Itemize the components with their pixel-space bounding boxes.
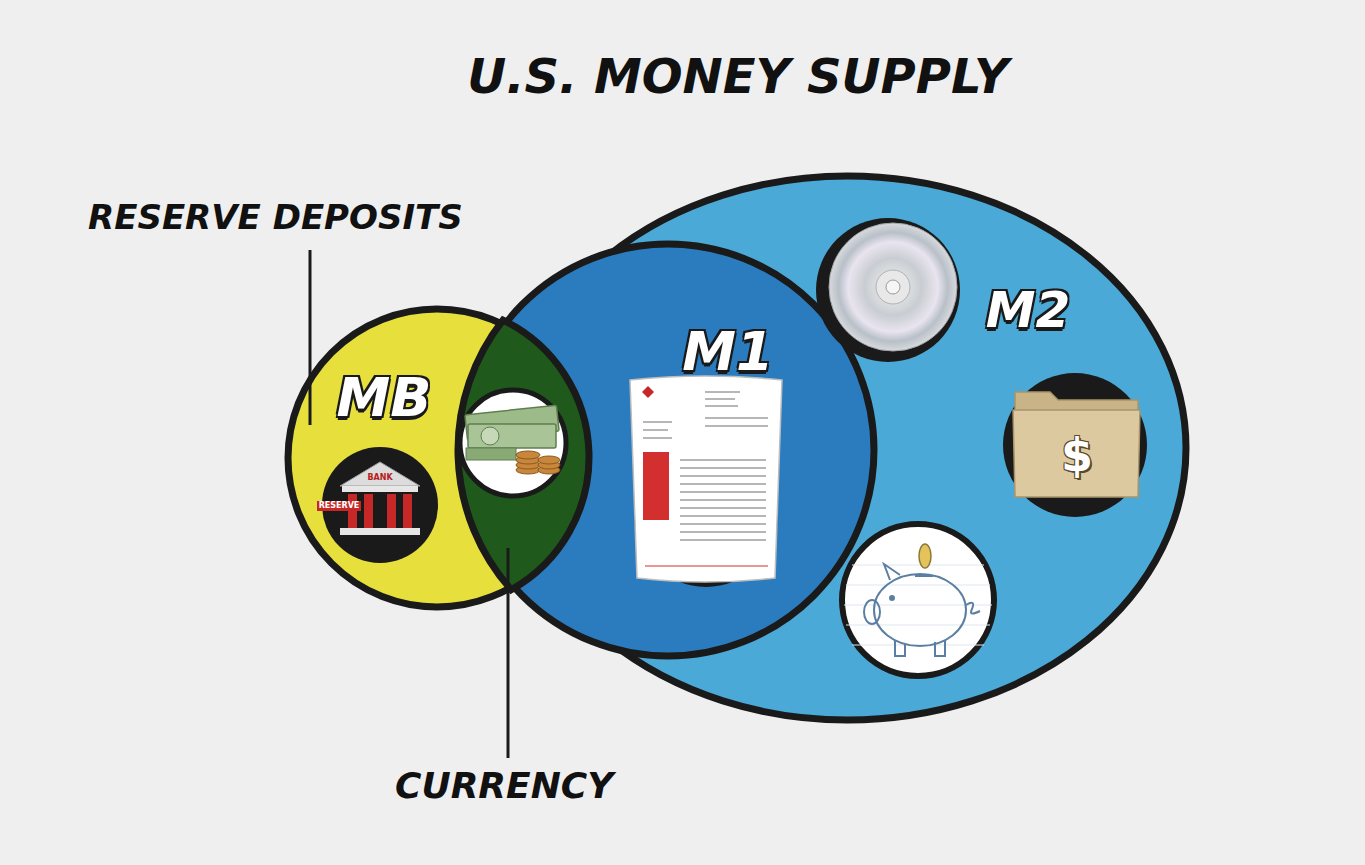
cd-hub [876, 270, 910, 304]
text-line [680, 467, 766, 469]
m1-circle-shape [462, 244, 874, 656]
ruled-lines [844, 565, 992, 645]
text-line [705, 391, 740, 393]
pig-body [874, 574, 966, 646]
text-line [645, 565, 768, 567]
text-line [680, 475, 766, 477]
ruled-line [852, 645, 984, 646]
text-line [680, 531, 766, 533]
text-line [680, 491, 766, 493]
icon-disc [1003, 373, 1147, 517]
statement-lines [643, 392, 768, 566]
pig-leg [895, 640, 905, 656]
text-line [680, 507, 766, 509]
pig-leg [935, 640, 945, 656]
folder-icon [1003, 373, 1147, 517]
text-line [680, 515, 766, 517]
pig-drawing [864, 564, 980, 656]
coin [538, 466, 560, 474]
m1-circle: M1 [458, 240, 878, 660]
text-line [680, 499, 766, 501]
piggy-bank-icon [842, 524, 994, 676]
text-line [680, 459, 766, 461]
icon-disc [816, 218, 960, 362]
text-line [643, 429, 668, 431]
coin [538, 456, 560, 464]
bill-portrait [481, 427, 499, 445]
coin [538, 461, 560, 469]
text-line [680, 523, 766, 525]
dollar-bill [466, 448, 516, 460]
text-line [705, 425, 768, 427]
cd-icon [816, 218, 960, 362]
icon-disc [842, 524, 994, 676]
text-line [705, 405, 738, 407]
ruled-line [846, 625, 990, 626]
folder-front [1013, 410, 1140, 497]
coin [516, 466, 540, 474]
text-line [705, 398, 735, 400]
bank-column [387, 494, 396, 528]
coin [516, 456, 540, 464]
statement-logo [642, 386, 654, 398]
bank-base [340, 528, 420, 535]
node-label: M1 [682, 325, 773, 379]
bank-roof [340, 462, 420, 486]
leader-line [309, 250, 312, 425]
coin [919, 544, 931, 568]
title: U.S. MONEY SUPPLY [467, 52, 1009, 100]
statement-icon [630, 376, 782, 587]
coin [516, 451, 540, 459]
bank-beam [342, 486, 418, 492]
pig-snout [864, 600, 880, 624]
currency-icon [460, 390, 566, 496]
text-line [643, 421, 672, 423]
bank-column [348, 494, 357, 528]
ruled-line [846, 585, 990, 586]
statement-block [643, 452, 669, 520]
text-line [643, 437, 672, 439]
cd-disc [829, 223, 957, 351]
bank-column [364, 494, 373, 528]
icon-disc [460, 390, 566, 496]
text-line [680, 539, 766, 541]
text-line [680, 483, 766, 485]
pig-ear [884, 564, 900, 580]
leader-line [507, 548, 510, 758]
dollar-bill [468, 424, 556, 448]
banner-text: RESERVE [317, 501, 362, 511]
callout-label: CURRENCY [395, 768, 613, 804]
callout-label: RESERVE DEPOSITS [88, 200, 463, 234]
coin-slot [915, 575, 933, 577]
icon-disc [634, 443, 778, 587]
cd-hole [886, 280, 900, 294]
currency-overlap [458, 320, 589, 590]
ruled-line [844, 605, 992, 606]
sign-text: BANK [365, 473, 394, 483]
m1-circle-outline [458, 240, 878, 660]
text-line [705, 417, 768, 419]
bank-column [403, 494, 412, 528]
statement-paper [630, 376, 782, 582]
pig-eye [890, 596, 894, 600]
folder-back [1015, 392, 1138, 495]
node-label: MB [337, 371, 432, 425]
dollar-sign: $ [1061, 432, 1093, 478]
node-label: M2 [986, 285, 1071, 335]
coin [516, 461, 540, 469]
ruled-line [852, 565, 984, 566]
pig-tail [966, 603, 980, 614]
dollar-bill [465, 405, 559, 440]
coin-stack [516, 451, 560, 474]
